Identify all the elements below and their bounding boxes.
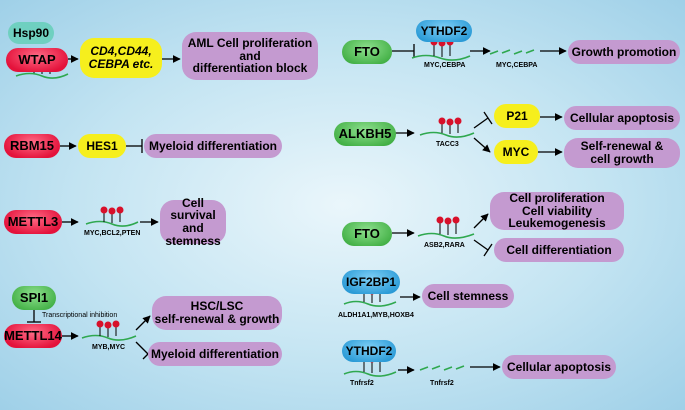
cd4-cd44-cebpa-node: CD4,CD44, CEBPA etc. [80,38,162,78]
survival-line1: Cell survival [170,195,216,223]
mrna-wtap-strand [15,72,69,79]
transcriptional-inhibition-label: Transcriptional inhibition [42,312,118,319]
mrna-ythdf2b [343,370,397,377]
celldiff-node: Cell differentiation [494,238,624,262]
mrna-alkbh5 [419,131,475,138]
mettl3-targets-label: MYC,BCL2,PTEN [84,230,141,237]
prolif-line1: Cell proliferation [509,191,605,206]
prolif-line2: Cell viability [521,203,593,218]
apoptosis-node-2: Cellular apoptosis [502,355,616,379]
myeloid-diff-node-2: Myeloid differentiation [148,342,282,366]
fto-node-2: FTO [342,222,392,246]
igf2bp1-node: IGF2BP1 [342,270,400,294]
mrna-fto2 [417,232,475,239]
mrna-mettl3 [85,220,139,227]
prolif-node: Cell proliferation Cell viability Leukem… [490,192,624,230]
myeloid-diff-node-1: Myeloid differentiation [144,134,282,158]
inhibit-mrna-p21-bar [483,111,493,125]
spi1-node: SPI1 [12,286,56,310]
apoptosis-node-1: Cellular apoptosis [564,106,680,130]
mrna-decay2 [419,365,465,371]
aml-line1: AML Cell proliferation [187,36,313,51]
arrow-mrna-myc [473,137,491,153]
aldh1a1-label: ALDH1A1,MYB,HOXB4 [338,312,414,319]
alkbh5-node: ALKBH5 [334,122,396,146]
hsp90-node: Hsp90 [8,22,54,44]
mrna-decay1 [489,49,535,55]
aml-line3: differentiation block [192,61,308,76]
fto1-targets-label: MYC,CEBPA [424,62,466,69]
inhibit-mrna-celldiff-bar [483,243,493,257]
hsc-line1: HSC/LSC [190,299,244,314]
selfrenew-line2: cell growth [590,152,654,166]
inhibit-mrna-myeloid [135,341,149,355]
selfrenew-node: Self-renewal & cell growth [564,138,680,168]
selfrenew-line1: Self-renewal & [580,139,664,154]
ythdf2-node-2: YTHDF2 [342,340,396,362]
growth-node: Growth promotion [568,40,680,64]
mettl14-targets-label: MYB,MYC [92,344,126,351]
mettl14-node: METTL14 [4,324,62,348]
cd4-line1: CD4,CD44, [90,44,152,59]
wtap-node: WTAP [6,48,68,72]
survival-node: Cell survival and stemness [160,195,226,247]
prolif-line3: Leukemogenesis [508,216,606,231]
asb2-label: ASB2,RARA [424,242,465,249]
hsc-node: HSC/LSC self-renewal & growth [152,296,282,330]
tacc3-label: TACC3 [436,141,459,148]
stemness-node: Cell stemness [422,284,514,308]
hes1-node: HES1 [78,134,126,158]
survival-line2: and [182,221,204,235]
arrow-mrna-prolif [473,213,489,229]
tnfrsf2-label-1: Tnfrsf2 [350,380,374,387]
aml-node: AML Cell proliferation and differentiati… [182,32,318,80]
arrow-mrna-hsc [135,315,151,331]
ythdf2-node-1: YTHDF2 [416,20,472,42]
hsc-line2: self-renewal & growth [154,312,280,326]
inhibit-mrna-p21 [473,117,489,129]
mrna-mettl14 [81,334,137,341]
aml-line2: and [239,48,261,63]
mrna-igf2bp1 [343,300,397,307]
survival-line3: stemness [165,233,221,248]
inhibit-mrna-celldiff [473,239,489,251]
cd4-line2: CEBPA etc. [88,57,154,71]
mrna-fto1 [411,54,471,61]
mettl3-node: METTL3 [4,210,62,234]
p21-node: P21 [494,104,540,128]
myc-node: MYC [494,140,538,164]
rbm15-node: RBM15 [4,134,60,158]
decay1-targets-label: MYC,CEBPA [496,62,538,69]
fto-node-1: FTO [342,40,392,64]
tnfrsf2-label-2: Tnfrsf2 [430,380,454,387]
